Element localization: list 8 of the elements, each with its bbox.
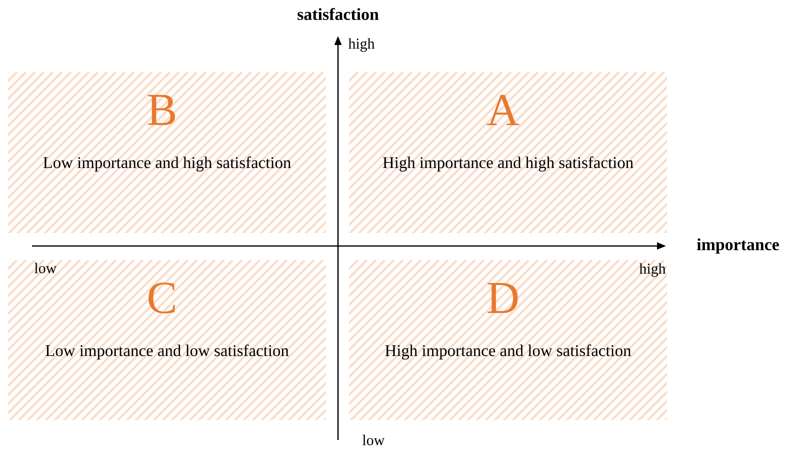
axis-end-label: high bbox=[639, 263, 666, 277]
quadrant-box: B Low importance and high satisfaction bbox=[8, 72, 326, 233]
axis-title: satisfaction bbox=[298, 8, 379, 20]
axis-end-label: low bbox=[34, 262, 57, 274]
axis-end-label: high bbox=[348, 38, 375, 52]
quadrant-box: A High importance and high satisfaction bbox=[349, 72, 667, 233]
axis-title: importance bbox=[696, 238, 779, 254]
axis-end-label: low bbox=[362, 434, 385, 446]
